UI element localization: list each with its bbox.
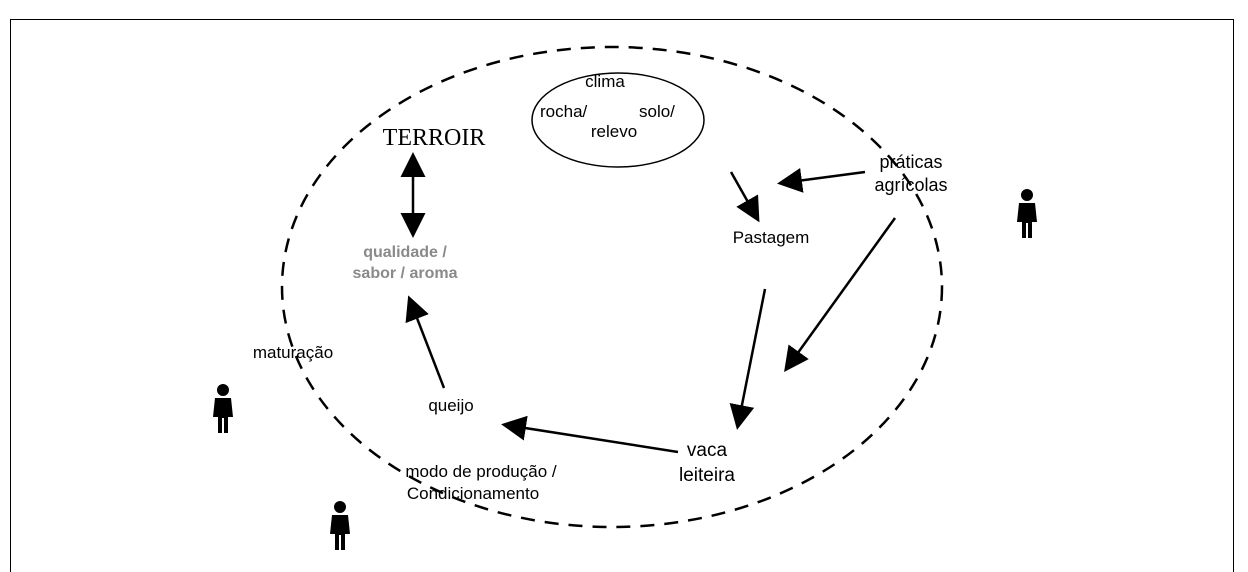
arrow-pastagem-to-vaca — [729, 288, 767, 430]
label-relevo: relevo — [591, 122, 637, 141]
label-maturacao: maturação — [253, 343, 333, 362]
label-solo: solo/ — [639, 102, 675, 121]
arrow-geology-to-pastagem — [729, 171, 760, 223]
label-modo-line2: Condicionamento — [407, 484, 539, 503]
person-icon-bottom — [330, 501, 350, 550]
label-praticas-line2: agrícolas — [874, 175, 947, 195]
label-vaca-line1: vaca — [687, 440, 728, 461]
label-pastagem: Pastagem — [733, 228, 810, 247]
label-qualidade-line1: qualidade / — [363, 244, 447, 261]
label-vaca-line2: leiteira — [679, 465, 735, 486]
arrow-queijo-to-qualidade — [405, 295, 446, 389]
figure-frame — [10, 19, 1234, 572]
arrow-praticas-to-vaca — [784, 217, 897, 373]
terroir-boundary — [280, 45, 944, 529]
label-praticas-line1: práticas — [879, 152, 942, 172]
label-rocha: rocha/ — [540, 102, 588, 121]
label-qualidade-line2: sabor / aroma — [353, 265, 458, 282]
person-icon-right — [1017, 189, 1037, 238]
label-clima: clima — [585, 72, 625, 91]
geology-ellipse — [531, 72, 705, 168]
arrow-praticas-to-pastagem — [777, 167, 866, 193]
label-terroir: TERROIR — [383, 125, 486, 151]
label-modo-line1: modo de produção / — [405, 462, 556, 481]
person-icon-left — [213, 384, 233, 433]
arrow-vaca-to-queijo — [501, 415, 679, 454]
label-queijo: queijo — [428, 396, 473, 415]
